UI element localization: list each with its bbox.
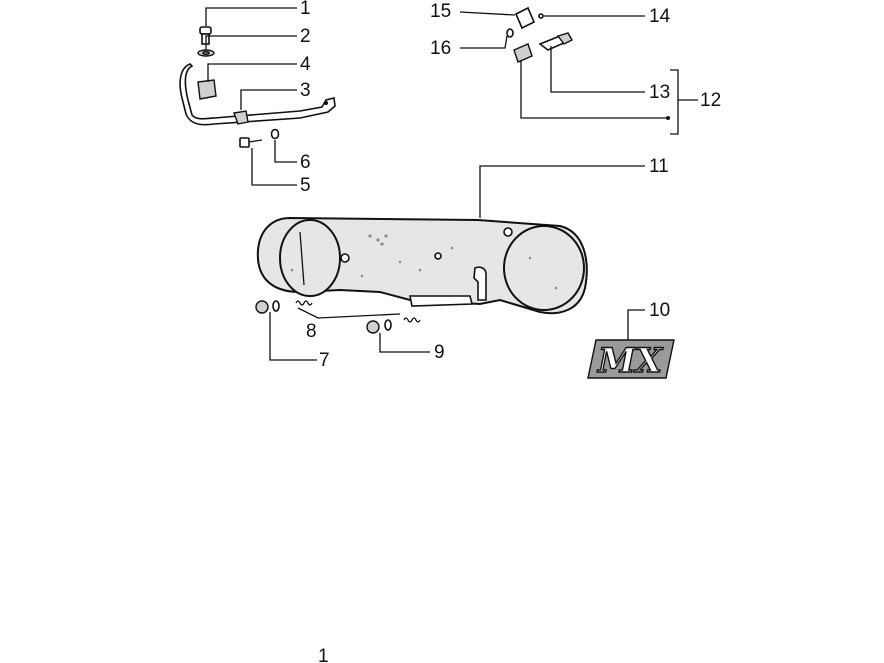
part-7-plug [255,300,280,314]
leader-lines-group-2 [459,11,698,135]
part-9-plug [366,319,392,334]
part-4-bushing [197,79,217,100]
part-13-switch-body [538,32,573,51]
callout-16: 16 [430,38,451,59]
callout-7: 7 [319,350,330,371]
callout-9: 9 [434,342,445,363]
part-15-cover [514,6,536,30]
part-16-oring [506,28,514,38]
part-3-support-bracket [179,63,336,126]
leader-lines-group-1 [205,7,297,186]
part-12-switch-unit [513,43,533,63]
part-5-screw [239,137,263,148]
leader-10 [627,309,645,340]
callout-2: 2 [300,26,311,47]
leader-dot [666,116,670,120]
callout-6: 6 [300,152,311,173]
page-number: 1 [318,646,329,663]
leader-11 [479,165,645,218]
callout-5: 5 [300,175,311,196]
part-10-decal: MX [587,339,675,382]
callout-8: 8 [306,321,317,342]
callout-4: 4 [300,54,311,75]
callout-14: 14 [649,6,671,27]
callout-12: 12 [700,90,721,111]
callout-10: 10 [649,300,670,321]
callout-13: 13 [649,82,670,103]
callout-1: 1 [300,0,311,19]
callout-15: 15 [430,1,451,22]
part-6-washer [270,128,280,140]
part-14-screw [538,13,544,19]
callout-3: 3 [300,80,311,101]
part-2-washer [197,49,215,57]
part-11-transmission-cover [256,216,588,315]
decal-logo-text: MX [597,341,664,381]
leader-lines-group-3 [269,307,430,361]
part-8-spring [295,300,421,323]
callout-11: 11 [649,156,669,177]
